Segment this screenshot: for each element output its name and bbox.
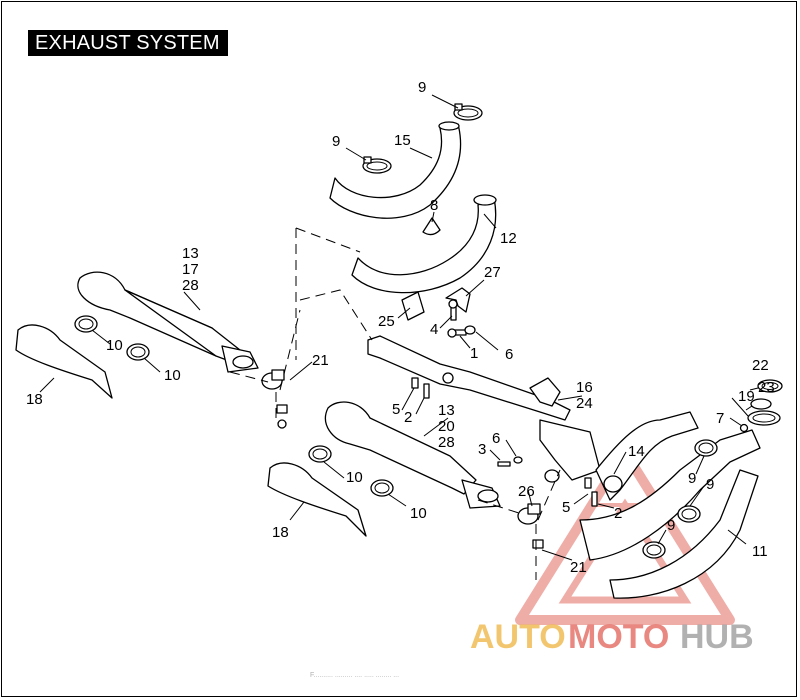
callout-10: 10 — [164, 367, 181, 384]
callout-3: 3 — [478, 441, 486, 458]
callout-labels: 9 9 15 8 12 13 17 28 27 25 4 1 6 10 10 2… — [26, 79, 775, 576]
callout-9: 9 — [418, 79, 426, 96]
screw-1 — [447, 325, 476, 338]
clamp-10-upper-a — [74, 315, 98, 333]
clamp-9-right-c — [642, 541, 666, 559]
bracket-27 — [445, 287, 471, 313]
clamp-9-right-b — [677, 505, 701, 523]
front-header-pipe — [351, 194, 497, 294]
rear-header-pipe — [329, 121, 462, 219]
screw-5-lower — [584, 477, 598, 507]
callout-20: 20 — [438, 418, 455, 435]
callout-13: 13 — [182, 245, 199, 262]
callout-6: 6 — [505, 346, 513, 363]
mount-rail — [367, 335, 601, 481]
callout-10: 10 — [410, 505, 427, 522]
callout-4: 4 — [430, 321, 438, 338]
right-header-pipes — [579, 411, 761, 599]
callout-2: 2 — [404, 409, 412, 426]
watermark-auto: AUTO — [470, 618, 566, 656]
callout-17: 17 — [182, 261, 199, 278]
clamp-10-upper-b — [126, 343, 150, 361]
callout-24: 24 — [576, 395, 593, 412]
watermark-text: AUTO MOTO HUB — [470, 618, 754, 656]
callout-12: 12 — [500, 230, 517, 247]
clamp-10-lower-a — [308, 445, 332, 463]
clamp-10-lower-b — [370, 479, 394, 497]
screw-3 — [497, 456, 523, 467]
callout-16: 16 — [576, 379, 593, 396]
gasket-23 — [750, 398, 772, 410]
callout-22: 22 — [752, 357, 769, 374]
clamp-9-left — [362, 156, 392, 174]
upper-muffler-tip — [15, 324, 113, 399]
bracket-25 — [401, 291, 425, 321]
callout-21: 21 — [312, 352, 329, 369]
gasket-19 — [747, 410, 781, 426]
lower-muffler-tip — [267, 462, 367, 537]
callout-5: 5 — [562, 499, 570, 516]
watermark-moto: MOTO — [568, 618, 669, 656]
callout-27: 27 — [484, 264, 501, 281]
callout-28: 28 — [182, 277, 199, 294]
callout-13: 13 — [438, 402, 455, 419]
footer-text: F.......... ......... .... ..... .......… — [310, 672, 400, 679]
leader-lines — [39, 94, 759, 561]
lower-muffler — [324, 401, 501, 509]
callout-23: 23 — [758, 379, 775, 396]
callout-10: 10 — [346, 469, 363, 486]
clamp-9-right-a — [694, 439, 718, 457]
assembly-lines — [229, 227, 561, 580]
watermark-hub: HUB — [680, 618, 754, 656]
callout-9: 9 — [332, 133, 340, 150]
callout-26: 26 — [518, 483, 535, 500]
callout-19: 19 — [738, 388, 755, 405]
callout-6: 6 — [492, 430, 500, 447]
callout-25: 25 — [378, 313, 395, 330]
gasket-22 — [757, 379, 783, 393]
cap-8 — [422, 217, 441, 236]
callout-7: 7 — [716, 410, 724, 427]
upper-muffler — [77, 271, 259, 373]
callout-5: 5 — [392, 401, 400, 418]
callout-15: 15 — [394, 132, 411, 149]
nut-7 — [739, 423, 749, 433]
callout-21: 21 — [570, 559, 587, 576]
callout-9: 9 — [706, 476, 714, 493]
clamp-21-upper — [261, 369, 288, 429]
callout-14: 14 — [628, 443, 645, 460]
callout-1: 1 — [470, 345, 478, 362]
callout-28: 28 — [438, 434, 455, 451]
callout-2: 2 — [614, 505, 622, 522]
clamp-9-top — [453, 103, 483, 121]
callout-8: 8 — [430, 197, 438, 214]
screw-5-upper — [411, 377, 430, 399]
page-title: EXHAUST SYSTEM — [28, 30, 228, 56]
callout-9: 9 — [688, 470, 696, 487]
callout-18: 18 — [272, 524, 289, 541]
callout-9: 9 — [667, 517, 675, 534]
clamp-21-lower — [517, 469, 560, 549]
callout-18: 18 — [26, 391, 43, 408]
callout-11: 11 — [752, 543, 768, 560]
callout-10: 10 — [106, 337, 123, 354]
screw-4 — [448, 299, 458, 321]
